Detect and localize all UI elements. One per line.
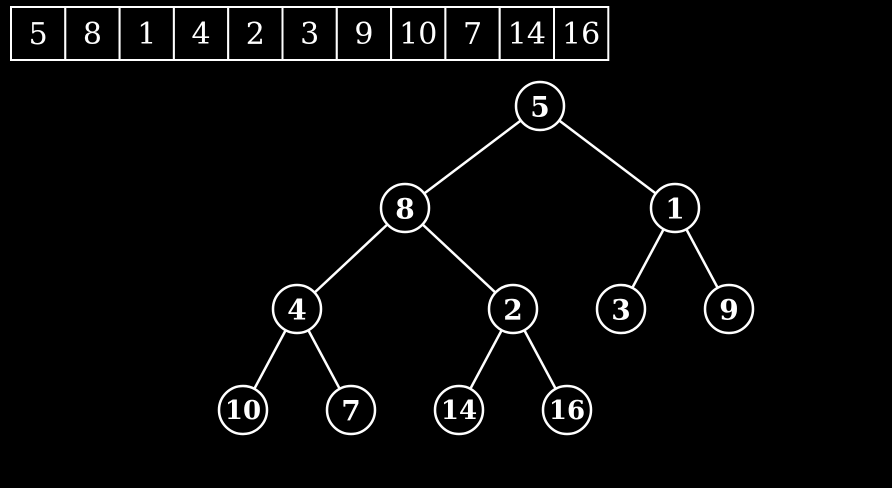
tree-node-label: 7 <box>341 395 360 428</box>
tree-node: 7 <box>325 384 377 436</box>
array-cell-value: 16 <box>562 17 600 52</box>
array-cell-box <box>281 6 338 61</box>
tree-node-label: 3 <box>611 294 630 327</box>
array-cell-box <box>553 6 610 61</box>
array-cell: 5 <box>10 6 67 61</box>
array-cell-box <box>227 6 284 61</box>
tree-node: 2 <box>487 283 539 335</box>
tree-node-label: 10 <box>225 396 261 426</box>
array-cell-box <box>498 6 556 61</box>
tree-node: 3 <box>595 283 647 335</box>
array-cell: 4 <box>172 6 230 61</box>
array-cell: 7 <box>444 6 501 61</box>
tree-node-label: 4 <box>287 294 306 327</box>
tree-node: 10 <box>217 384 269 436</box>
tree-node: 8 <box>379 182 431 234</box>
tree-node-circle <box>433 384 485 436</box>
tree-node: 16 <box>541 384 593 436</box>
array-cell-value: 10 <box>399 17 437 52</box>
tree-node-circle <box>271 283 323 335</box>
array-cell: 8 <box>64 6 121 61</box>
array-cell-value: 2 <box>246 17 265 52</box>
array-cell-box <box>444 6 501 61</box>
array-cell-value: 14 <box>508 17 546 52</box>
array-cell-value: 3 <box>300 17 319 52</box>
tree-node-circle <box>649 182 701 234</box>
array-cell: 3 <box>281 6 338 61</box>
tree-edge <box>539 105 676 209</box>
array-cell-box <box>10 6 67 61</box>
tree-node-circle <box>703 283 755 335</box>
tree-node: 5 <box>514 80 566 132</box>
array-cell-box <box>390 6 447 61</box>
array-cell-value: 9 <box>354 17 373 52</box>
array-cell: 9 <box>335 6 393 61</box>
array-cell: 10 <box>390 6 447 61</box>
tree-node-circle <box>541 384 593 436</box>
tree-edge <box>404 105 541 209</box>
tree-node: 4 <box>271 283 323 335</box>
array-cell: 14 <box>498 6 556 61</box>
tree-node-circle <box>217 384 269 436</box>
tree-node: 1 <box>649 182 701 234</box>
tree-node-label: 9 <box>719 294 738 327</box>
tree-node-circle <box>487 283 539 335</box>
array-cell: 1 <box>118 6 175 61</box>
tree-node-circle <box>379 182 431 234</box>
tree-node-label: 14 <box>441 396 477 426</box>
array-cell-value: 4 <box>192 17 211 52</box>
tree-node-label: 16 <box>549 396 585 426</box>
array-cell-box <box>335 6 393 61</box>
tree-node-label: 8 <box>395 193 414 226</box>
array-cell: 16 <box>553 6 610 61</box>
array-cell-box <box>64 6 121 61</box>
array-cell: 2 <box>227 6 284 61</box>
tree-node-label: 2 <box>503 294 522 327</box>
array-cell-value: 5 <box>29 17 48 52</box>
array-cell-box <box>118 6 175 61</box>
tree-node-circle <box>595 283 647 335</box>
tree-node-label: 5 <box>530 91 549 124</box>
array-cell-value: 1 <box>137 17 156 52</box>
tree-node-label: 1 <box>665 193 684 226</box>
tree-node: 14 <box>433 384 485 436</box>
tree-node-circle <box>325 384 377 436</box>
tree-node: 9 <box>703 283 755 335</box>
array-cell-value: 7 <box>463 17 482 52</box>
array-cell-value: 8 <box>83 17 102 52</box>
tree-node-circle <box>514 80 566 132</box>
tree-edges <box>241 105 731 411</box>
